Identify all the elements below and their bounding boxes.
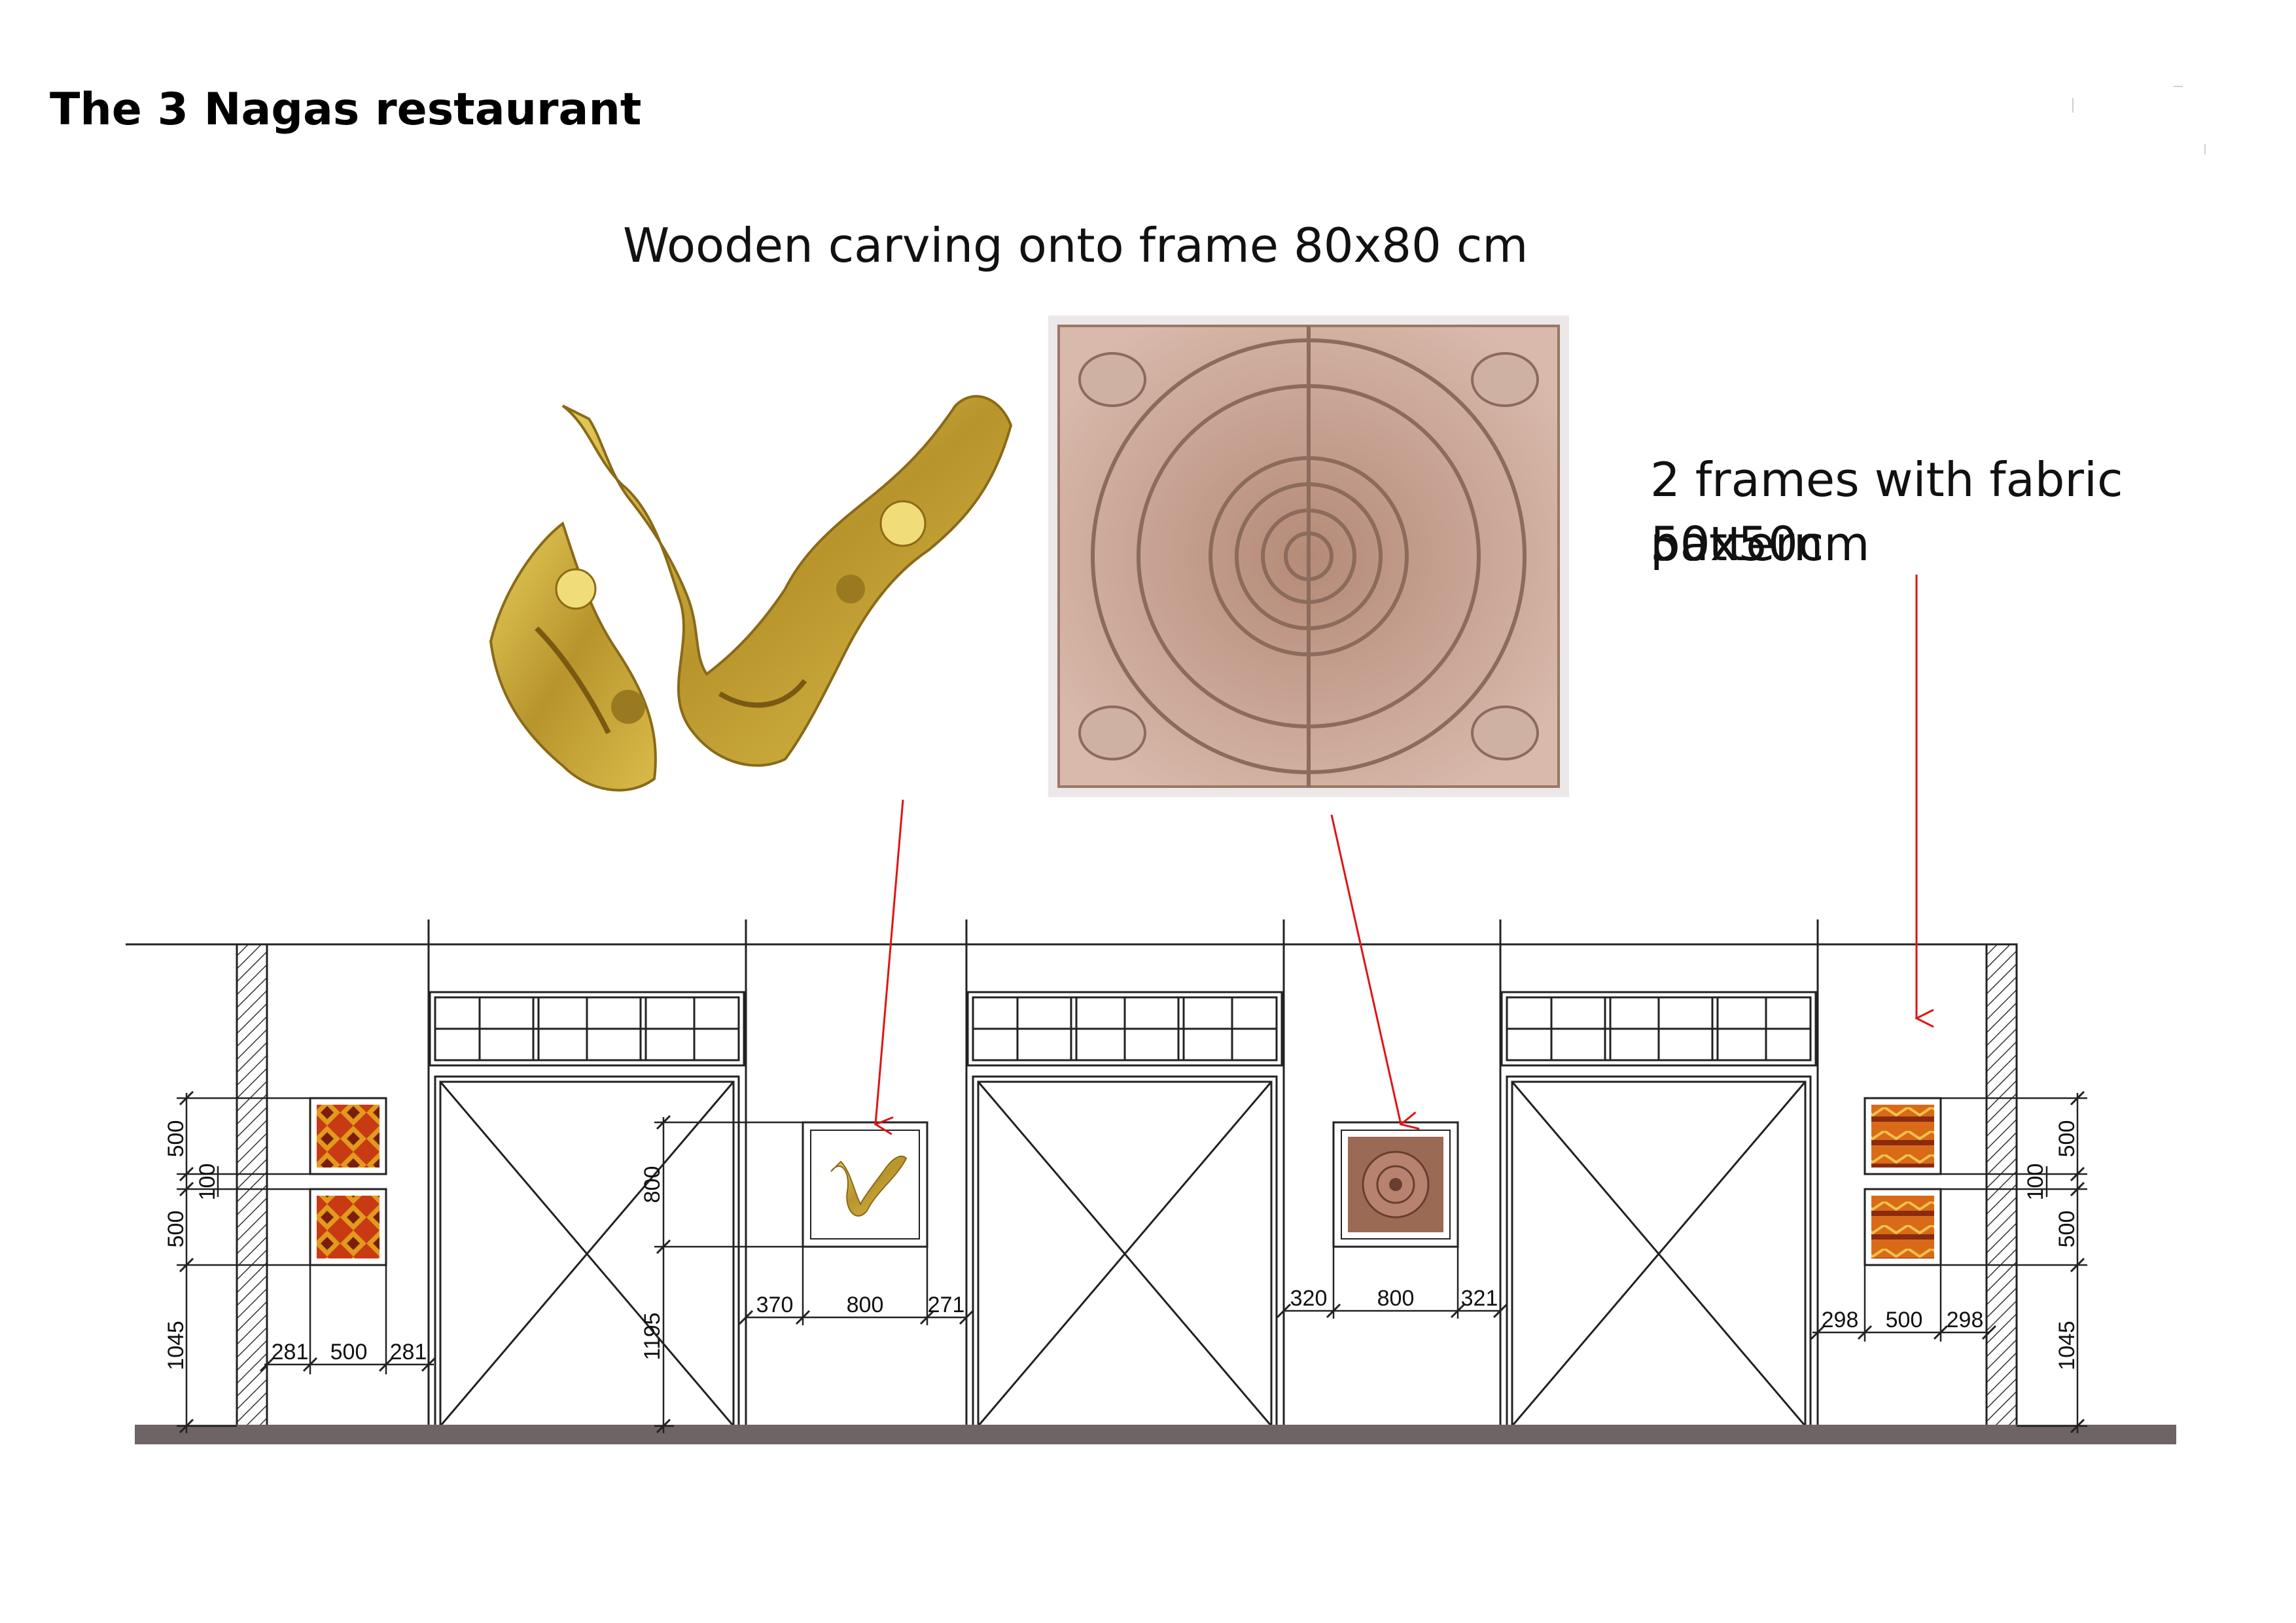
- dim-left-v-floor: 1045: [164, 1321, 188, 1370]
- dim-right-v-bottom: 500: [2055, 1211, 2079, 1248]
- dim-carving1-h-mid: 800: [847, 1293, 884, 1317]
- dim-left-h-right: 281: [390, 1340, 427, 1364]
- dim-right-h-mid: 500: [1886, 1308, 1923, 1332]
- dim-carving1-h-right: 271: [928, 1293, 965, 1317]
- dim-carving2-h-mid: 800: [1377, 1286, 1415, 1311]
- fabric-frame-left-top: [309, 1097, 387, 1175]
- dim-left-h-left: 281: [272, 1340, 309, 1364]
- elevation-lines: [126, 919, 2018, 1427]
- fabric-frame-right-bottom: [1863, 1188, 1942, 1266]
- carving-frame-1: [802, 1121, 928, 1248]
- door-3: [1506, 1075, 1812, 1427]
- transom-window-1: [429, 991, 745, 1067]
- floor-slab: [135, 1425, 2176, 1444]
- dim-left-v-bottom: 500: [164, 1211, 188, 1248]
- dimension-lines: [177, 1093, 2087, 1433]
- dim-left-v-top: 500: [164, 1120, 188, 1158]
- page-title: The 3 Nagas restaurant: [50, 84, 642, 135]
- transom-window-2: [966, 991, 1283, 1067]
- dim-right-v-floor: 1045: [2055, 1321, 2079, 1370]
- dimension-ticks: [179, 1090, 2085, 1434]
- fabric-frame-right-top: [1863, 1097, 1942, 1175]
- lotus-carving-photo: [1048, 315, 1569, 797]
- pointer-arrows: [875, 575, 1916, 1124]
- dim-carving2-h-left: 320: [1290, 1286, 1328, 1311]
- fabric-heading-line2: 50x50cm: [1650, 516, 1870, 571]
- dim-carving1-h-left: 370: [756, 1293, 794, 1317]
- dim-left-h-mid: 500: [330, 1340, 368, 1364]
- fabric-heading-line1: 2 frames with fabric pattern: [1650, 452, 2123, 571]
- dim-carving1-v-floor: 1195: [640, 1312, 665, 1360]
- carving-heading: Wooden carving onto frame 80x80 cm: [623, 218, 1528, 273]
- door-1: [434, 1075, 740, 1427]
- dim-carving1-v-top: 800: [640, 1166, 665, 1204]
- transom-window-3: [1500, 991, 1817, 1067]
- dim-right-h-right: 298: [1947, 1308, 1984, 1332]
- dim-right-v-top: 500: [2055, 1120, 2079, 1158]
- dim-left-v-gap: 100: [195, 1164, 220, 1201]
- dim-right-v-gap: 100: [2023, 1164, 2048, 1201]
- dim-right-h-left: 298: [1822, 1308, 1859, 1332]
- fabric-frame-left-bottom: [309, 1188, 387, 1266]
- corner-mark: [2072, 86, 2206, 154]
- golden-carving-photo: [489, 395, 1013, 792]
- dim-carving2-h-right: 321: [1461, 1286, 1498, 1311]
- door-2: [972, 1075, 1278, 1427]
- carving-frame-2: [1332, 1121, 1459, 1248]
